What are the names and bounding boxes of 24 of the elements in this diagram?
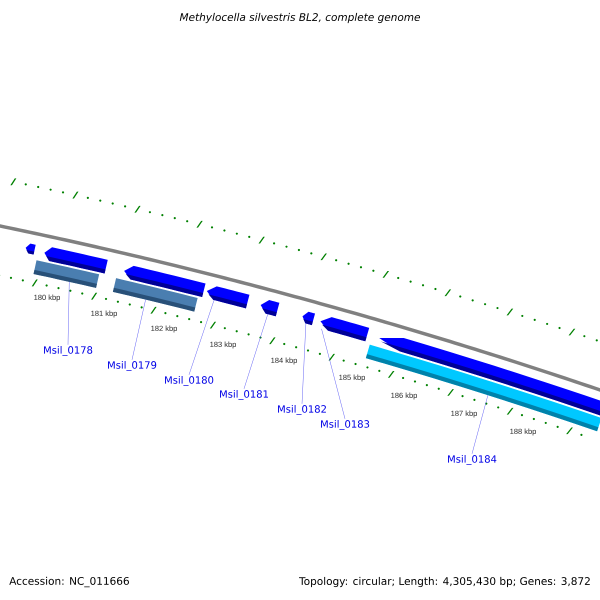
gene-label: Msil_0184: [448, 455, 496, 465]
gene-bar: [379, 338, 600, 416]
gene-label: Msil_0182: [278, 405, 326, 415]
gene-label: Msil_0183: [321, 420, 370, 430]
title: Methylocella silvestris BL2, complete genome: [180, 12, 420, 24]
gene-bar: [302, 312, 316, 326]
gene-label: Msil_0178: [44, 346, 92, 356]
gene-label: Msil_0179: [108, 361, 156, 371]
gene-label: Msil_0181: [220, 390, 268, 400]
gene-bar: [44, 247, 108, 274]
genome-info-text: Topology: circular; Length: 4,305,430 bp; Genes: 3,872: [299, 576, 590, 588]
gene-bar: [320, 317, 370, 342]
gene-bar: [260, 300, 280, 316]
leader-line: [302, 323, 306, 404]
leader-line: [68, 282, 70, 346]
leader-line: [244, 314, 268, 390]
accession-text: Accession: NC_011666: [9, 576, 129, 588]
leader-line: [188, 300, 214, 376]
gene-bar: [206, 286, 250, 308]
gene-bar: [26, 244, 36, 255]
gene-bar: [124, 266, 206, 298]
leader-line: [321, 328, 346, 420]
gene-label: Msil_0180: [165, 376, 214, 386]
leader-line: [132, 299, 146, 360]
